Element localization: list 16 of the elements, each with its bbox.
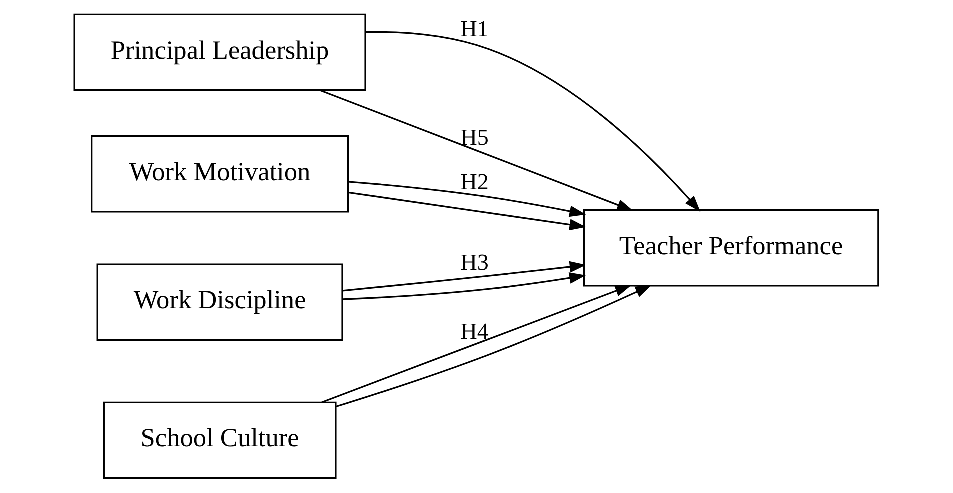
edge-label: H5: [460, 124, 489, 150]
arrow: [366, 31, 701, 212]
node-box: School Culture: [103, 402, 337, 480]
arrow: [348, 181, 586, 218]
arrow: [348, 192, 586, 231]
node-box: Principal Leadership: [74, 14, 366, 92]
edge-label: H4: [460, 318, 489, 344]
arrow: [342, 272, 586, 300]
node-box: Teacher Performance: [583, 210, 880, 287]
arrow: [320, 90, 634, 212]
edge-label: H3: [460, 248, 489, 275]
arrow: [342, 261, 586, 292]
edge-label: H1: [460, 15, 489, 42]
node-box: Work Discipline: [96, 264, 344, 342]
node-box: Work Motivation: [91, 136, 350, 213]
edge-label: H2: [460, 168, 489, 194]
